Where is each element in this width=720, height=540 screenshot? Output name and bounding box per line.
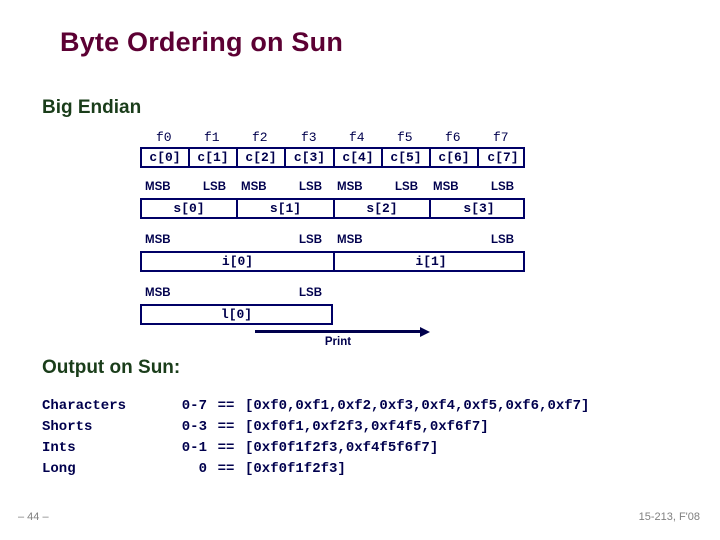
lsb-label: LSB (203, 181, 226, 193)
char-cell: c[0] (142, 149, 190, 166)
output-value: [0xf0,0xf1,0xf2,0xf3,0xf4,0xf5,0xf6,0xf7… (245, 398, 590, 414)
arrow-head-icon (420, 326, 430, 337)
big-endian-heading: Big Endian (42, 97, 142, 118)
lsb-label: LSB (491, 234, 514, 246)
int-endian-label-row: MSB LSB MSB LSB (140, 234, 525, 251)
char-cell: c[5] (383, 149, 431, 166)
output-listing: Characters 0-7 == [0xf0,0xf1,0xf2,0xf3,0… (42, 398, 589, 482)
char-cell: c[6] (431, 149, 479, 166)
msb-label: MSB (337, 181, 363, 193)
output-index-range: 0-1 (181, 440, 207, 456)
int-cell: i[0] (142, 253, 335, 270)
output-row: Ints 0-1 == [0xf0f1f2f3,0xf4f5f6f7] (42, 440, 589, 461)
byte-ordering-diagram: f0 f1 f2 f3 f4 f5 f6 f7 c[0] c[1] c[2] c… (140, 130, 525, 325)
output-index-range: 0-3 (181, 419, 207, 435)
msb-label: MSB (145, 181, 171, 193)
short-cell: s[3] (463, 201, 495, 216)
output-value: [0xf0f1f2f3,0xf4f5f6f7] (245, 440, 439, 456)
output-equals-sign: == (217, 419, 235, 435)
lsb-label: LSB (299, 234, 322, 246)
lsb-label: LSB (299, 181, 322, 193)
char-cell: c[4] (335, 149, 383, 166)
char-cell: c[7] (487, 150, 519, 165)
byte-offset-label: f6 (445, 130, 461, 145)
char-cell: c[3] (286, 149, 335, 166)
output-value: [0xf0f1,0xf2f3,0xf4f5,0xf6f7] (245, 419, 489, 435)
byte-offset-label: f1 (204, 130, 220, 145)
short-cell: s[1] (238, 200, 335, 217)
output-equals-sign: == (217, 398, 235, 414)
short-endian-label-row: MSB LSB MSB LSB MSB LSB MSB LSB (140, 181, 525, 198)
byte-offset-label: f4 (349, 130, 365, 145)
arrow-line (255, 326, 430, 337)
byte-offset-label: f2 (252, 130, 268, 145)
char-cell: c[1] (190, 149, 238, 166)
long-cell: l[0] (220, 307, 253, 322)
output-equals-sign: == (217, 461, 235, 477)
msb-label: MSB (145, 287, 171, 299)
lsb-label: LSB (395, 181, 418, 193)
output-row: Long 0 == [0xf0f1f2f3] (42, 461, 589, 482)
long-cell-row: l[0] (140, 304, 333, 325)
msb-label: MSB (241, 181, 267, 193)
course-label: 15-213, F'08 (638, 511, 700, 523)
output-index-range: 0 (198, 461, 207, 477)
output-type-label: Ints (42, 440, 76, 456)
output-equals-sign: == (217, 440, 235, 456)
char-cell-row: c[0] c[1] c[2] c[3] c[4] c[5] c[6] c[7] (140, 147, 525, 168)
msb-label: MSB (145, 234, 171, 246)
output-heading: Output on Sun: (42, 357, 181, 378)
print-label: Print (324, 336, 352, 348)
int-cell: i[1] (415, 254, 447, 269)
byte-offset-label: f5 (397, 130, 413, 145)
output-row: Characters 0-7 == [0xf0,0xf1,0xf2,0xf3,0… (42, 398, 589, 419)
long-endian-label-row: MSB LSB (140, 287, 525, 304)
short-cell: s[0] (142, 200, 238, 217)
short-cell: s[2] (335, 200, 431, 217)
msb-label: MSB (433, 181, 459, 193)
byte-offset-label: f0 (156, 130, 172, 145)
byte-offset-label: f7 (493, 130, 509, 145)
output-type-label: Long (42, 461, 76, 477)
msb-label: MSB (337, 234, 363, 246)
output-row: Shorts 0-3 == [0xf0f1,0xf2f3,0xf4f5,0xf6… (42, 419, 589, 440)
slide-number: – 44 – (18, 511, 49, 523)
byte-offset-label: f3 (301, 130, 317, 145)
char-cell: c[2] (238, 149, 286, 166)
byte-offset-label-row: f0 f1 f2 f3 f4 f5 f6 f7 (140, 130, 525, 147)
output-value: [0xf0f1f2f3] (245, 461, 346, 477)
output-type-label: Shorts (42, 419, 93, 435)
int-cell-row: i[0] i[1] (140, 251, 525, 272)
lsb-label: LSB (299, 287, 322, 299)
output-type-label: Characters (42, 398, 127, 414)
short-cell-row: s[0] s[1] s[2] s[3] (140, 198, 525, 219)
page-title: Byte Ordering on Sun (60, 27, 344, 57)
lsb-label: LSB (491, 181, 514, 193)
output-index-range: 0-7 (181, 398, 207, 414)
print-arrow: Print (255, 326, 430, 348)
